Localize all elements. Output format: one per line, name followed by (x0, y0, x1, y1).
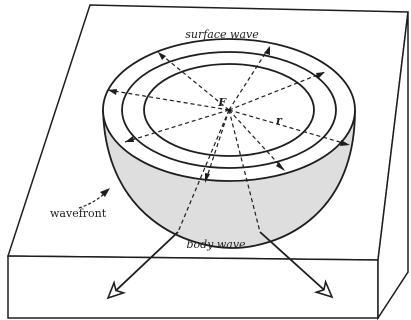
ground-front-face (8, 256, 378, 318)
body-wave-label: body wave (186, 238, 246, 251)
focus-label: F (217, 96, 227, 109)
surface-wave-label: surface wave (185, 28, 259, 41)
wavefront-label: wavefront (50, 207, 107, 220)
